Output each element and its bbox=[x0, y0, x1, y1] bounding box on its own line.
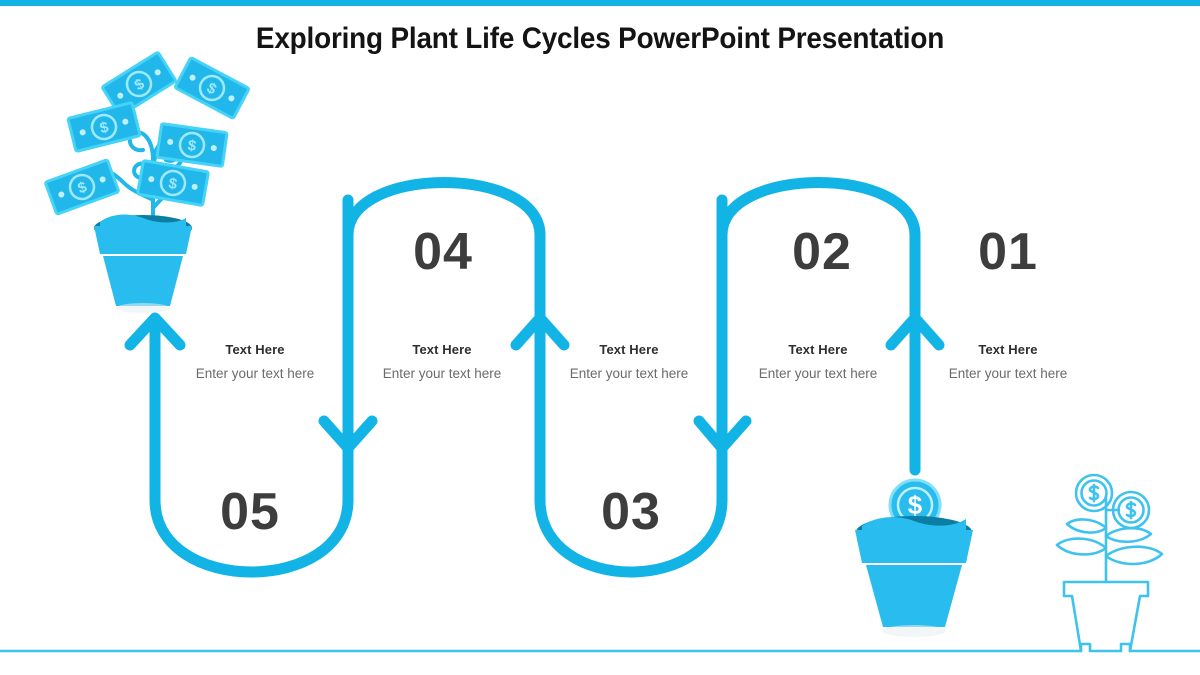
leaf bbox=[1055, 537, 1108, 556]
leaf bbox=[1104, 526, 1153, 544]
step-text-03: Text Here Enter your text here bbox=[554, 342, 704, 383]
arrowhead-up-1 bbox=[124, 312, 186, 351]
step-number-03: 03 bbox=[601, 483, 661, 541]
step-number-05: 05 bbox=[220, 483, 280, 541]
step-text-01: Text Here Enter your text here bbox=[933, 342, 1083, 383]
page-title: Exploring Plant Life Cycles PowerPoint P… bbox=[255, 22, 945, 55]
arrowhead-up-2 bbox=[510, 312, 570, 351]
top-accent-bar bbox=[0, 0, 1200, 6]
step-body: Enter your text here bbox=[948, 366, 1068, 381]
step-text-02: Text Here Enter your text here bbox=[743, 342, 893, 383]
arrowhead-up-3 bbox=[885, 312, 945, 351]
step-heading: Text Here bbox=[788, 342, 848, 357]
path-arch-top-1 bbox=[342, 177, 546, 241]
step-body: Enter your text here bbox=[382, 366, 502, 381]
arrowhead-down-1 bbox=[318, 415, 378, 454]
step-body: Enter your text here bbox=[758, 366, 878, 381]
step-heading: Text Here bbox=[599, 342, 659, 357]
baseline-rule bbox=[0, 642, 1200, 653]
step-text-05: Text Here Enter your text here bbox=[180, 342, 330, 383]
plant-pot-outline bbox=[1062, 580, 1150, 653]
step-heading: Text Here bbox=[412, 342, 472, 357]
path-uturn-bottom-1 bbox=[149, 494, 354, 578]
dollar-coin bbox=[1074, 473, 1114, 513]
arrowhead-down-2 bbox=[693, 415, 752, 454]
flower-pot bbox=[94, 214, 192, 313]
step-body: Enter your text here bbox=[569, 366, 689, 381]
dollar-glyph: $ bbox=[908, 490, 923, 520]
step-body: Enter your text here bbox=[195, 366, 315, 381]
step-number-04: 04 bbox=[413, 223, 473, 281]
step-number-02: 02 bbox=[792, 223, 852, 281]
leaf bbox=[1104, 545, 1164, 566]
step-heading: Text Here bbox=[225, 342, 285, 357]
path-uturn-bottom-2 bbox=[534, 494, 728, 578]
step-heading: Text Here bbox=[978, 342, 1038, 357]
step-text-04: Text Here Enter your text here bbox=[367, 342, 517, 383]
path-arch-top-2 bbox=[716, 177, 921, 241]
leaf bbox=[1065, 518, 1108, 534]
flower-pot bbox=[855, 516, 973, 637]
step-number-01: 01 bbox=[978, 223, 1038, 281]
